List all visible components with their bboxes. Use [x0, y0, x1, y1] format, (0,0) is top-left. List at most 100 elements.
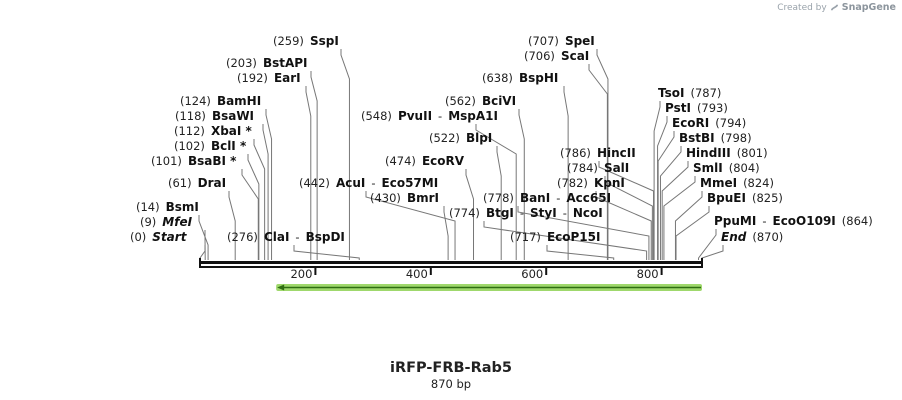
site-leader-kpni — [595, 191, 652, 260]
site-label-part: (784) — [567, 161, 598, 175]
site-label-part: BsaBI * — [188, 154, 237, 168]
site-label-psti[interactable]: PstI(793) — [665, 101, 728, 115]
site-leader-pvuii — [475, 124, 517, 260]
site-label-part: Eco57MI — [382, 176, 439, 190]
site-label-part: KpnI — [594, 176, 625, 190]
site-label-part: ClaI — [264, 230, 289, 244]
site-label-part: (102) — [174, 139, 205, 153]
site-labels: (0)Start(9)MfeI(14)BsmI (61)DraI (101) BsaB… — [130, 34, 873, 244]
site-label-part: SmlI — [693, 161, 723, 175]
site-label-part: StyI — [530, 206, 557, 220]
site-label-part: (638) — [482, 71, 513, 85]
site-label-spei[interactable]: (707)SpeI — [528, 34, 595, 48]
site-label-part: (203) — [226, 56, 257, 70]
site-leader-ecori — [657, 131, 675, 260]
site-label-pvuii[interactable]: (548)PvuII-MspA1I — [361, 109, 498, 123]
site-leader-bcivi — [518, 109, 525, 260]
site-label-ecori[interactable]: EcoRI(794) — [672, 116, 746, 130]
site-label-part: (870) — [752, 230, 783, 244]
site-label-part: (112) — [174, 124, 205, 138]
construct-title: iRFP-FRB-Rab5 — [390, 360, 512, 376]
snapgene-credit: Created by SnapGene — [777, 2, 896, 13]
site-leader-bsabi — [241, 169, 259, 260]
site-label-bstbi[interactable]: BstBI(798) — [679, 131, 752, 145]
credit-brand: SnapGene — [841, 2, 896, 13]
site-label-sali[interactable]: (784)SalI — [567, 161, 629, 175]
site-leader-ecorv — [465, 169, 475, 260]
feature-arrow[interactable] — [276, 284, 702, 291]
site-label-ecorv[interactable]: (474)EcoRV — [385, 154, 465, 168]
site-label-part: AcuI — [336, 176, 365, 190]
site-label-part: (101) — [151, 154, 182, 168]
site-label-acui[interactable]: (442)AcuI-Eco57MI — [299, 176, 438, 190]
site-label-part: MmeI — [700, 176, 737, 190]
site-label-ppumi[interactable]: PpuMI-EcoO109I(864) — [714, 214, 873, 228]
site-label-start[interactable]: (0)Start — [130, 230, 188, 244]
site-label-part: (118) — [175, 109, 206, 123]
site-leader-bsmi — [198, 215, 209, 260]
site-label-bani[interactable]: (778)BanI-Acc65I — [483, 191, 611, 205]
site-label-part: NcoI — [573, 206, 603, 220]
site-label-part: (707) — [528, 34, 559, 48]
site-label-mmei[interactable]: MmeI(824) — [700, 176, 774, 190]
site-label-part: (474) — [385, 154, 416, 168]
site-label-eari[interactable]: (192)EarI — [237, 71, 301, 85]
site-label-end[interactable]: End (870) — [721, 230, 783, 244]
site-label-bcli[interactable]: (102) BclI * — [174, 139, 247, 153]
site-label-part: - — [371, 176, 375, 190]
site-leader-clai — [293, 245, 360, 260]
site-label-part: SspI — [310, 34, 339, 48]
site-label-blpi[interactable]: (522)BlpI — [429, 131, 492, 145]
site-label-btgi[interactable]: (774)BtgI-StyI-NcoI — [449, 206, 603, 220]
site-leader-bamhi — [265, 109, 273, 260]
site-label-bsmi[interactable]: (14)BsmI — [136, 200, 199, 214]
site-label-part: HincII — [597, 146, 636, 160]
site-label-part: (794) — [715, 116, 746, 130]
site-label-part: End — [721, 230, 747, 244]
site-label-part: BspHI — [519, 71, 558, 85]
site-label-part: (787) — [690, 86, 721, 100]
site-label-bpuei[interactable]: BpuEI(825) — [707, 191, 783, 205]
site-label-hincii[interactable]: (786)HincII — [560, 146, 636, 160]
site-label-scai[interactable]: (706)ScaI — [524, 49, 589, 63]
sequence-backbone — [199, 258, 703, 268]
site-label-clai[interactable]: (276)ClaI-BspDI — [227, 230, 345, 244]
site-label-ecop15i[interactable]: (717)EcoP15I — [510, 230, 600, 244]
site-leader-psti — [657, 116, 668, 260]
site-label-bstapi[interactable]: (203)BstAPI — [226, 56, 308, 70]
site-label-part: - — [438, 109, 442, 123]
site-label-xbai[interactable]: (112)XbaI * — [174, 124, 253, 138]
site-label-kpni[interactable]: (782)KpnI — [557, 176, 625, 190]
site-leader-ppumi — [698, 229, 717, 260]
backbone-start-cap — [199, 258, 201, 268]
ruler-tick — [314, 268, 317, 275]
site-label-part: (61) — [168, 176, 192, 190]
site-label-drai[interactable]: (61)DraI — [168, 176, 226, 190]
ruler-tick-label: 400 — [406, 267, 428, 281]
site-label-smli[interactable]: SmlI(804) — [693, 161, 760, 175]
site-label-part: (864) — [842, 214, 873, 228]
site-label-part: BclI * — [211, 139, 247, 153]
site-label-bsphi[interactable]: (638) BspHI — [482, 71, 558, 85]
site-label-part: - — [295, 230, 299, 244]
site-label-tsoi[interactable]: TsoI(787) — [658, 86, 721, 100]
site-label-part: (778) — [483, 191, 514, 205]
site-label-bsabi[interactable]: (101) BsaBI * — [151, 154, 237, 168]
site-label-bcivi[interactable]: (562)BciVI — [445, 94, 516, 108]
site-label-mfei[interactable]: (9)MfeI — [140, 215, 193, 229]
site-label-bsawi[interactable]: (118)BsaWI — [175, 109, 254, 123]
site-label-hindiii[interactable]: HindIII(801) — [686, 146, 768, 160]
site-leader-blpi — [496, 146, 502, 260]
site-label-bamhi[interactable]: (124)BamHI — [180, 94, 261, 108]
site-label-part: BamHI — [217, 94, 261, 108]
site-leader-hincii — [598, 161, 655, 260]
site-label-sspi[interactable]: (259)SspI — [273, 34, 339, 48]
site-label-part: (522) — [429, 131, 460, 145]
site-leader-bpuei — [675, 206, 710, 260]
site-label-bmri[interactable]: (430)BmrI — [370, 191, 439, 205]
site-leader-smli — [663, 176, 696, 260]
credit-prefix: Created by — [777, 2, 827, 13]
site-label-part: (793) — [697, 101, 728, 115]
feature-arrowhead — [277, 284, 285, 291]
